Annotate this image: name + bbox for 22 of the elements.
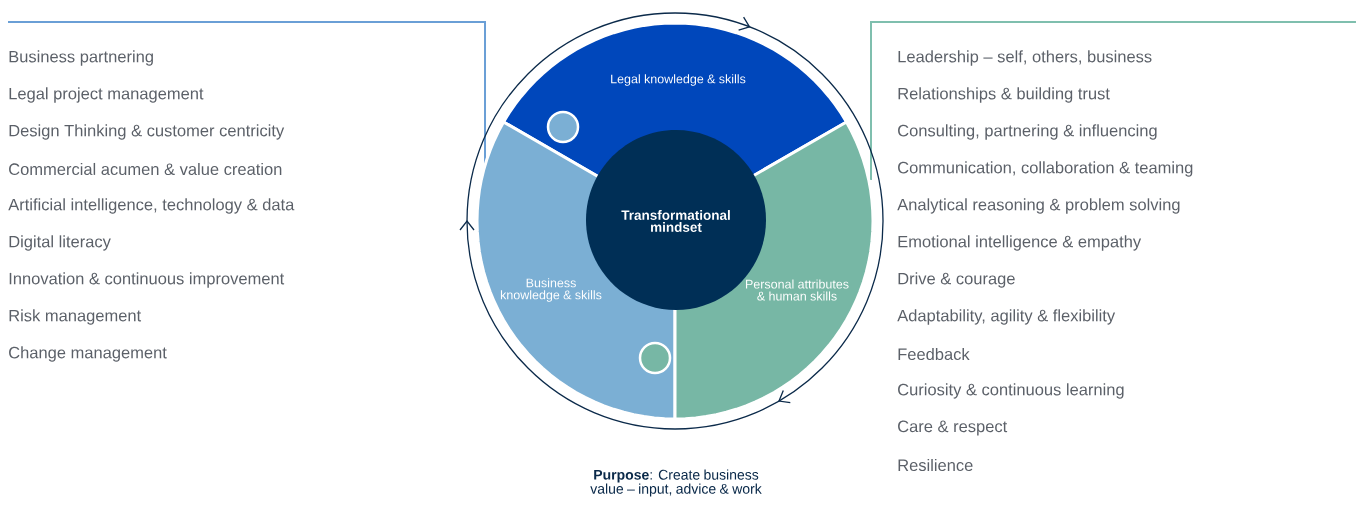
caption: Purpose: Create business value – input, advice & work	[590, 469, 762, 497]
list-item: Business partnering	[9, 50, 153, 66]
list-item: Feedback	[898, 347, 970, 361]
list-item: Drive & courage	[898, 272, 1015, 288]
list-item: Commercial acumen & value creation	[9, 162, 282, 176]
list-item: Communication, collaboration & teaming	[898, 161, 1193, 177]
list-item: Leadership – self, others, business	[898, 50, 1152, 66]
list-item: Analytical reasoning & problem solving	[897, 198, 1180, 214]
list-item: Consulting, partnering & influencing	[898, 124, 1157, 140]
list-item: Risk management	[9, 309, 142, 325]
list-item: Care & respect	[898, 420, 1008, 436]
list-item: Emotional intelligence & empathy	[898, 235, 1142, 251]
list-item: Digital literacy	[9, 235, 111, 251]
list-item: Relationships & building trust	[898, 87, 1110, 103]
list-item: Curiosity & continuous learning	[898, 383, 1124, 399]
list-item: Change management	[9, 346, 167, 362]
list-item: Resilience	[898, 458, 973, 472]
list-item: Adaptability, agility & flexibility	[897, 309, 1116, 325]
list-item: Artificial intelligence, technology & data	[8, 198, 295, 214]
list-item: Innovation & continuous improvement	[9, 272, 285, 288]
list-item: Legal project management	[9, 87, 204, 103]
list-item: Design Thinking & customer centricity	[9, 124, 285, 140]
